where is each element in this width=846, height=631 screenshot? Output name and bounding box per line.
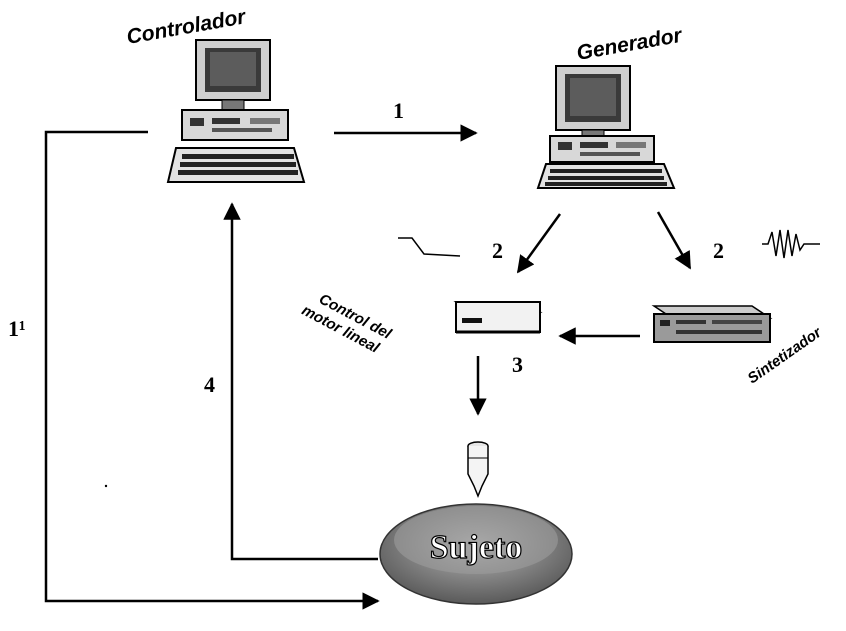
arrow-4 [232, 204, 378, 559]
arrow-2-right [658, 212, 690, 268]
sine-wave-icon [762, 230, 820, 258]
arrow-4-label: 4 [204, 372, 215, 397]
arrow-2-right-label: 2 [713, 238, 724, 263]
synthesizer-icon [654, 306, 770, 342]
arrow-1-prime [46, 132, 378, 601]
arrow-3-label: 3 [512, 352, 523, 377]
computer-icon [168, 40, 304, 182]
subject-label: Sujeto [430, 529, 523, 566]
motor-controller-icon [456, 302, 540, 332]
generator-computer: Generador [538, 24, 685, 188]
arrow-1-label: 1 [393, 98, 404, 123]
controller-computer: Controlador [125, 5, 304, 182]
stimulator-probe-icon [468, 442, 488, 496]
step-signal-icon [398, 238, 460, 256]
arrow-1-prime-label: 1¹ [8, 316, 26, 341]
generator-label: Generador [575, 24, 685, 65]
arrow-2-left-label: 2 [492, 238, 503, 263]
motor-control-label: Control del motor lineal [299, 286, 395, 359]
computer-icon [538, 66, 674, 188]
arrow-2-left [518, 214, 560, 272]
subject-icon: Sujeto [380, 504, 572, 604]
speck [105, 485, 107, 487]
